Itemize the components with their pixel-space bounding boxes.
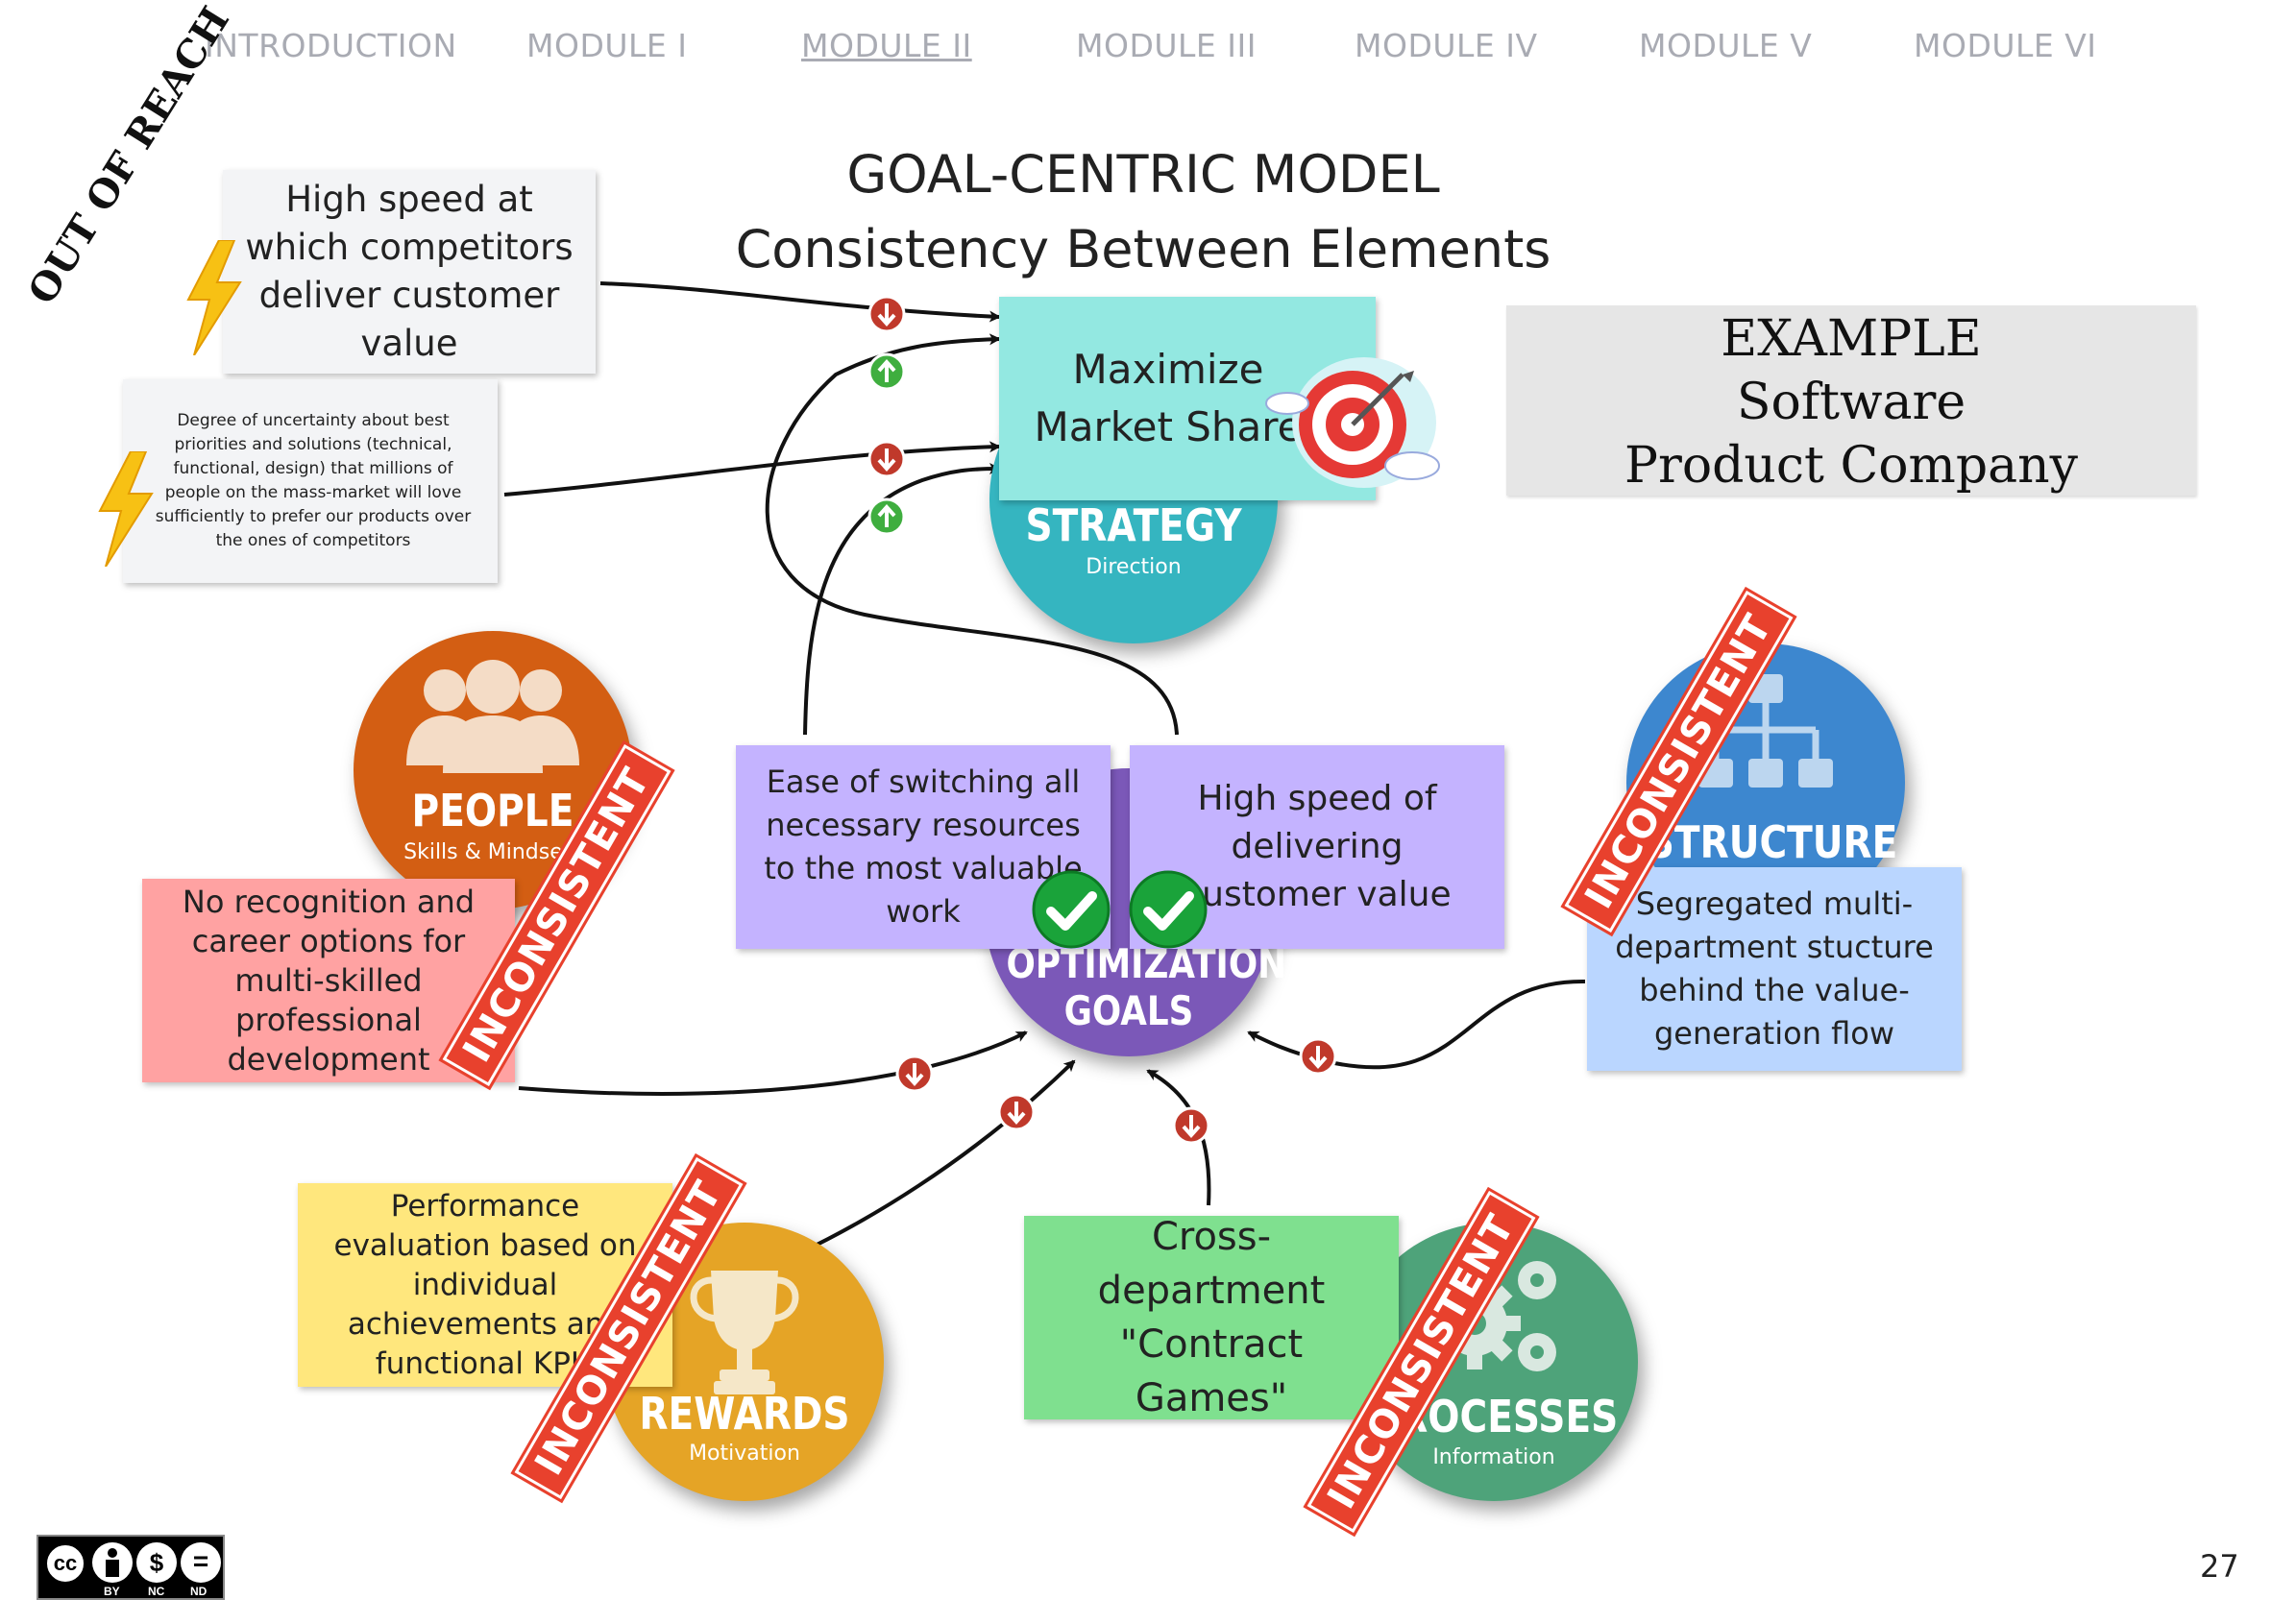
example-line3: Product Company — [1624, 437, 2079, 495]
slide-subtitle: Consistency Between Elements — [735, 219, 1551, 279]
example-heading: EXAMPLE — [1721, 310, 1982, 368]
processes-note-text: Cross-department "Contract Games" — [1097, 1215, 1326, 1420]
nav-module-4[interactable]: MODULE IV — [1355, 27, 1538, 64]
people-icon — [406, 660, 579, 773]
nav-module-6[interactable]: MODULE VI — [1914, 27, 2097, 64]
structure-title: STRUCTURE — [1647, 816, 1898, 868]
target-icon — [1265, 357, 1440, 488]
down-arrow-badge-icon — [895, 1054, 934, 1093]
rewards-note-text: Performance evaluation based on individu… — [333, 1188, 637, 1381]
down-arrow-badge-icon — [997, 1093, 1036, 1131]
by-label: BY — [104, 1585, 120, 1598]
nc-icon: $ — [136, 1542, 177, 1583]
processes-note: Cross-department "Contract Games" — [1024, 1215, 1399, 1420]
nav-module-2[interactable]: MODULE II — [801, 27, 972, 64]
arrow-uncertainty-to-strategy — [503, 441, 1001, 497]
competitor-speed-text: High speed at which competitors deliver … — [245, 179, 574, 364]
nd-label: ND — [190, 1585, 208, 1598]
down-arrow-badge-icon — [1172, 1106, 1210, 1145]
competitor-speed-note: High speed at which competitors deliver … — [223, 170, 596, 374]
page-number: 27 — [2200, 1548, 2239, 1585]
goals-title-line2: GOALS — [1063, 987, 1194, 1034]
arrow-structure-to-goals — [1247, 979, 1586, 1070]
uncertainty-text: Degree of uncertainty about best priorit… — [155, 411, 472, 550]
down-arrow-badge-icon — [867, 440, 906, 478]
cc-icon: cc — [44, 1542, 86, 1585]
rewards-note: Performance evaluation based on individu… — [298, 1183, 672, 1387]
trophy-icon — [690, 1271, 799, 1394]
people-subtitle: Skills & Mindsets — [403, 840, 582, 864]
nd-icon: = — [181, 1542, 221, 1583]
nav-module-1[interactable]: MODULE I — [526, 27, 688, 64]
arrow-people-to-goals — [518, 1030, 1028, 1096]
nav-module-3[interactable]: MODULE III — [1076, 27, 1257, 64]
arrow-goal-speed-to-strategy — [765, 333, 1179, 736]
strategy-subtitle: Direction — [1086, 555, 1182, 579]
people-title: PEOPLE — [411, 785, 574, 836]
rewards-title: REWARDS — [639, 1388, 850, 1440]
arrow-competitor-speed-to-strategy — [599, 281, 1001, 323]
top-navigation: INTRODUCTION MODULE I MODULE II MODULE I… — [0, 27, 2271, 75]
goal-switching-text: Ease of switching all necessary resource… — [764, 764, 1083, 930]
up-arrow-badge-icon — [867, 352, 906, 391]
lightning-icon — [98, 451, 154, 567]
uncertainty-note: Degree of uncertainty about best priorit… — [123, 379, 498, 583]
cc-license-badge[interactable]: cc $ = BY NC ND — [37, 1535, 225, 1600]
processes-subtitle: Information — [1432, 1445, 1555, 1469]
strategy-title: STRATEGY — [1025, 499, 1242, 551]
structure-note: Segregated multi-department stucture beh… — [1587, 867, 1962, 1071]
structure-note-text: Segregated multi-department stucture beh… — [1615, 885, 1934, 1052]
people-note-text: No recognition and career options for mu… — [182, 883, 476, 1078]
check-icon — [1129, 870, 1208, 949]
down-arrow-badge-icon — [1299, 1037, 1337, 1076]
nav-introduction[interactable]: INTRODUCTION — [205, 27, 457, 64]
goal-speed-text: High speed of delivering customer value — [1183, 779, 1452, 914]
check-icon — [1032, 870, 1111, 949]
nav-module-5[interactable]: MODULE V — [1639, 27, 1813, 64]
nc-label: NC — [148, 1585, 165, 1598]
rewards-subtitle: Motivation — [689, 1442, 800, 1466]
up-arrow-badge-icon — [867, 497, 906, 536]
goal-switching-note: Ease of switching all necessary resource… — [736, 745, 1111, 949]
example-box: EXAMPLE Software Product Company — [1506, 305, 2196, 496]
slide-title: GOAL-CENTRIC MODEL — [846, 144, 1440, 205]
down-arrow-badge-icon — [867, 295, 906, 333]
lightning-icon — [186, 240, 242, 355]
by-icon — [92, 1542, 133, 1583]
strategy-goal-text: Maximize Market Share — [1034, 346, 1303, 450]
example-line2: Software — [1736, 374, 1966, 431]
